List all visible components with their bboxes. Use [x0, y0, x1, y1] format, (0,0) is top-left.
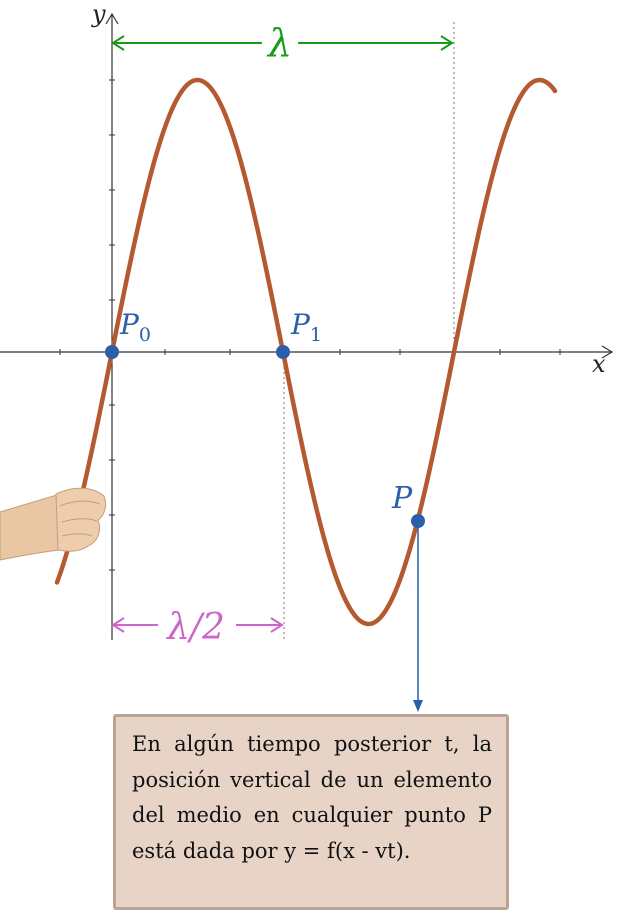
- point-p1: [276, 345, 290, 359]
- point-p0-label: P0: [119, 308, 151, 346]
- y-axis-arrowhead: [105, 12, 119, 25]
- info-box-text: En algún tiempo posterior t, la posición…: [132, 732, 492, 863]
- point-p-label: P: [391, 481, 413, 516]
- y-axis-label: y: [91, 0, 106, 28]
- point-p1-label: P1: [290, 308, 322, 346]
- pointer-arrow: [413, 521, 423, 712]
- half-wavelength-arrow: [111, 617, 284, 633]
- wave-curve: [54, 77, 558, 627]
- wavelength-arrow: [111, 35, 454, 51]
- info-box: En algún tiempo posterior t, la posición…: [113, 714, 509, 910]
- x-axis-arrowhead: [601, 345, 614, 359]
- wavelength-label: λ: [266, 21, 292, 65]
- x-axis-label: x: [592, 350, 606, 378]
- hand-illustration: [0, 487, 107, 561]
- axis-ticks: [59, 79, 561, 571]
- point-p0: [105, 345, 119, 359]
- axes: [0, 12, 614, 640]
- half-wavelength-label: λ/2: [165, 607, 225, 648]
